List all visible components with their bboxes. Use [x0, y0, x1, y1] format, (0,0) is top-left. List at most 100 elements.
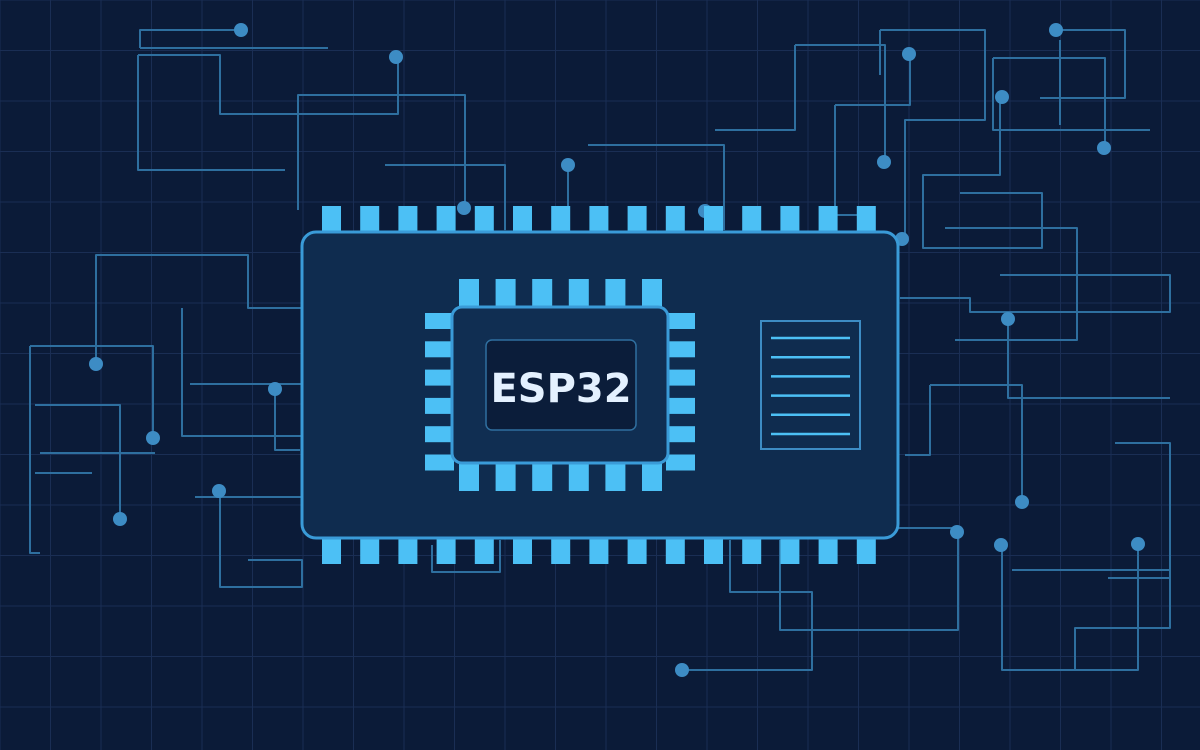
chip-pin	[642, 279, 662, 309]
circuit-trace-icon	[1001, 545, 1075, 671]
circuit-trace-icon	[880, 29, 986, 238]
circuit-trace-icon	[992, 58, 1150, 131]
chip-pin	[425, 341, 454, 358]
circuit-trace-icon	[779, 527, 959, 631]
circuit-trace-icon	[431, 540, 501, 573]
circuit-trace-icon	[1012, 569, 1171, 579]
circuit-trace-icon	[181, 308, 302, 437]
circuit-trace-icon	[1007, 320, 1170, 399]
module-pin-icon	[742, 536, 762, 564]
circuit-trace-icon	[795, 44, 886, 160]
module-pin-icon	[436, 206, 456, 234]
chip-pin	[425, 313, 454, 329]
module-pin-icon	[780, 536, 800, 564]
chip-pin	[532, 461, 553, 491]
trace-endpoint	[89, 357, 103, 371]
module-pin-icon	[856, 206, 876, 234]
chip-pin	[605, 279, 626, 309]
trace-endpoint	[994, 538, 1008, 552]
module-pin-icon	[704, 536, 723, 564]
trace-endpoints	[89, 23, 1145, 677]
module-pin-icon	[398, 536, 418, 564]
chip-pin	[666, 369, 695, 386]
circuit-trace-icon	[139, 29, 240, 48]
trace-endpoint	[561, 158, 575, 172]
circuit-trace-icon	[137, 55, 285, 171]
chip-die	[485, 339, 637, 431]
module-pin-icon	[398, 206, 418, 234]
chip-pin	[605, 461, 626, 491]
module-pin-icon	[474, 536, 494, 564]
chip-pin	[568, 279, 589, 309]
circuit-trace-icon	[715, 45, 796, 131]
module-pin-icon	[665, 206, 685, 234]
chip-pins	[425, 279, 695, 491]
circuit-trace-icon	[95, 254, 302, 364]
module-pin-icon	[627, 536, 647, 564]
trace-endpoint	[113, 512, 127, 526]
module-pin-icon	[360, 536, 380, 564]
trace-endpoint	[1001, 312, 1015, 326]
module-pin-icon	[742, 206, 762, 234]
circuit-trace-icon	[30, 345, 154, 437]
module-pin-icon	[780, 206, 800, 234]
microcontroller-chip-icon: ESP32	[425, 279, 695, 491]
circuit-trace-icon	[900, 274, 1171, 313]
module-pin-icon	[818, 206, 838, 234]
module-pin-icon	[665, 536, 685, 564]
chip-label: ESP32	[490, 366, 631, 412]
circuit-trace-icon	[1040, 29, 1126, 99]
chip-pin	[532, 279, 553, 309]
module-pin-icon	[513, 206, 532, 234]
chip-pin	[459, 279, 479, 309]
memory-panel-lines	[771, 336, 850, 436]
circuit-trace-icon	[835, 55, 911, 106]
circuit-trace-icon	[993, 57, 1106, 148]
circuit-trace-icon	[905, 385, 931, 456]
circuit-trace-icon	[29, 346, 40, 554]
chip-pin	[666, 454, 695, 471]
circuit-trace-icon	[1074, 442, 1171, 671]
trace-endpoint	[1131, 537, 1145, 551]
chip-pin	[425, 454, 454, 471]
trace-endpoint	[877, 155, 891, 169]
board-pins-top	[322, 206, 876, 234]
circuit-trace-icon	[385, 164, 506, 230]
trace-endpoint	[1049, 23, 1063, 37]
trace-endpoint	[675, 663, 689, 677]
chip-pin	[568, 461, 589, 491]
module-pin-icon	[818, 536, 838, 564]
module-pin-icon	[856, 536, 876, 564]
chip-pin	[495, 279, 516, 309]
chip-pin	[666, 341, 695, 358]
chip-pin	[425, 426, 454, 443]
chip-pin	[425, 397, 454, 414]
module-pin-icon	[513, 536, 532, 564]
chip-pin	[666, 426, 695, 443]
module-pin-icon	[322, 206, 341, 234]
circuit-trace-icon	[219, 492, 303, 588]
trace-endpoint	[268, 382, 282, 396]
module-pin-icon	[360, 206, 380, 234]
circuit-trace-icon	[297, 94, 466, 210]
circuit-trace-icon	[930, 384, 1023, 502]
trace-endpoint	[1015, 495, 1029, 509]
memory-panel-icon	[760, 320, 861, 450]
trace-endpoint	[212, 484, 226, 498]
module-pin-icon	[551, 206, 571, 234]
module-pin-icon	[322, 536, 341, 564]
circuit-trace-icon	[274, 390, 300, 451]
module-pin-icon	[551, 536, 571, 564]
chip-pin	[642, 461, 662, 491]
board-pins-bottom	[322, 536, 876, 564]
circuit-trace-icon	[922, 97, 1043, 249]
trace-endpoint	[457, 201, 471, 215]
module-pin-icon	[589, 536, 609, 564]
trace-endpoint	[1097, 141, 1111, 155]
module-pin-icon	[627, 206, 647, 234]
chip-pin	[666, 313, 695, 329]
circuit-trace-icon	[35, 404, 121, 519]
module-pin-icon	[436, 536, 456, 564]
trace-endpoint	[902, 47, 916, 61]
